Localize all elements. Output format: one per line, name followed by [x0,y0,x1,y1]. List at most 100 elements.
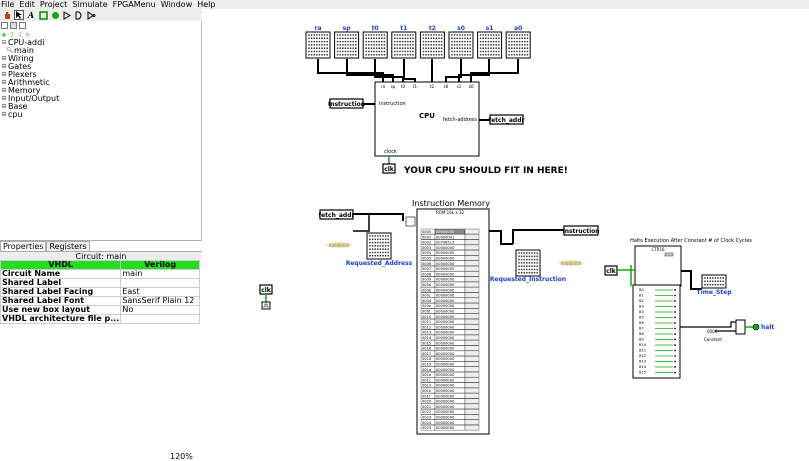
requested-address-pin[interactable] [366,232,392,260]
tree-item-io[interactable]: ⊞Input/Output [1,94,60,103]
toolbox-view-icon[interactable] [1,22,8,29]
or-gate-icon[interactable] [50,10,60,20]
prop-value[interactable] [120,314,200,324]
time-step-pin[interactable] [701,274,727,289]
pointer-icon[interactable] [14,10,24,20]
prop-value[interactable] [120,278,200,288]
register-probe-a0[interactable] [505,31,531,59]
xor-icon[interactable] [86,10,96,20]
fetch-addr-tunnel[interactable]: fetch_addr [489,114,525,125]
tab-registers[interactable]: Registers [46,241,90,251]
register-probe-t0[interactable] [362,31,388,59]
counter-block[interactable] [634,245,682,287]
requested-instruction-pin[interactable] [515,249,541,277]
prop-value[interactable]: SansSerif Plain 12 [120,296,200,306]
register-probe-s1[interactable] [477,31,503,59]
and-gate-icon[interactable] [38,10,48,20]
tree-item-wiring[interactable]: ⊞Wiring [1,54,34,63]
tree-item-gates[interactable]: ⊞Gates [1,62,32,71]
register-probe-ra[interactable] [305,31,331,59]
zoom-level[interactable]: 120% [170,452,193,461]
register-probe-t1[interactable] [391,31,417,59]
layout-view-icon[interactable] [19,22,26,29]
buffer-icon[interactable] [74,10,84,20]
register-probe-sp[interactable] [334,31,360,59]
verilog-button[interactable]: Verilog [120,260,200,270]
tree-item-main[interactable]: 🔍︎main [6,46,34,55]
register-probe-s0[interactable] [448,31,474,59]
prop-value[interactable]: No [120,305,200,315]
prop-value[interactable]: East [120,287,200,297]
instruction-tunnel-mem[interactable]: Instruction [562,225,600,236]
hand-icon[interactable] [2,10,12,20]
menu-simulate[interactable]: Simulate [72,0,108,9]
tree-item-base[interactable]: ⊞Base [1,102,28,111]
add-circuit-icon[interactable]: + [1,30,7,39]
not-gate-icon[interactable] [62,10,72,20]
clk-tunnel-left[interactable]: clk [259,284,273,295]
fetch-addr-tunnel-mem[interactable]: fetch_addr [319,209,355,220]
vhdl-button[interactable]: VHDL [0,260,122,270]
clk-tunnel-cpu[interactable]: clk [382,163,396,174]
menu-help[interactable]: Help [197,0,216,9]
clock-input[interactable] [261,301,271,310]
menu-edit[interactable]: Edit [19,0,35,9]
instruction-tunnel[interactable]: Instruction [328,98,365,109]
tree-item-memory[interactable]: ⊞Memory [1,86,41,95]
tree-item-arithmetic[interactable]: ⊞Arithmetic [1,78,50,87]
sim-view-icon[interactable] [10,22,17,29]
move-down-icon[interactable]: ⇩ [16,30,23,39]
menu-file[interactable]: File [1,0,15,9]
clk-tunnel-halt[interactable]: clk [604,265,618,276]
tab-properties[interactable]: Properties [0,241,47,251]
menu-window[interactable]: Window [160,0,193,9]
cpu-block[interactable] [374,81,480,157]
text-tool-icon[interactable]: A [27,10,35,20]
tree-item-cpu[interactable]: ⊞cpu [1,110,23,119]
collapse-icon[interactable]: ⊟ [1,39,7,46]
prop-value[interactable]: main [120,269,200,279]
register-probe-t2[interactable] [419,31,445,59]
menu-project[interactable]: Project [39,0,68,9]
delete-icon[interactable]: ✕ [24,30,31,39]
move-up-icon[interactable]: ⇧ [8,30,15,39]
